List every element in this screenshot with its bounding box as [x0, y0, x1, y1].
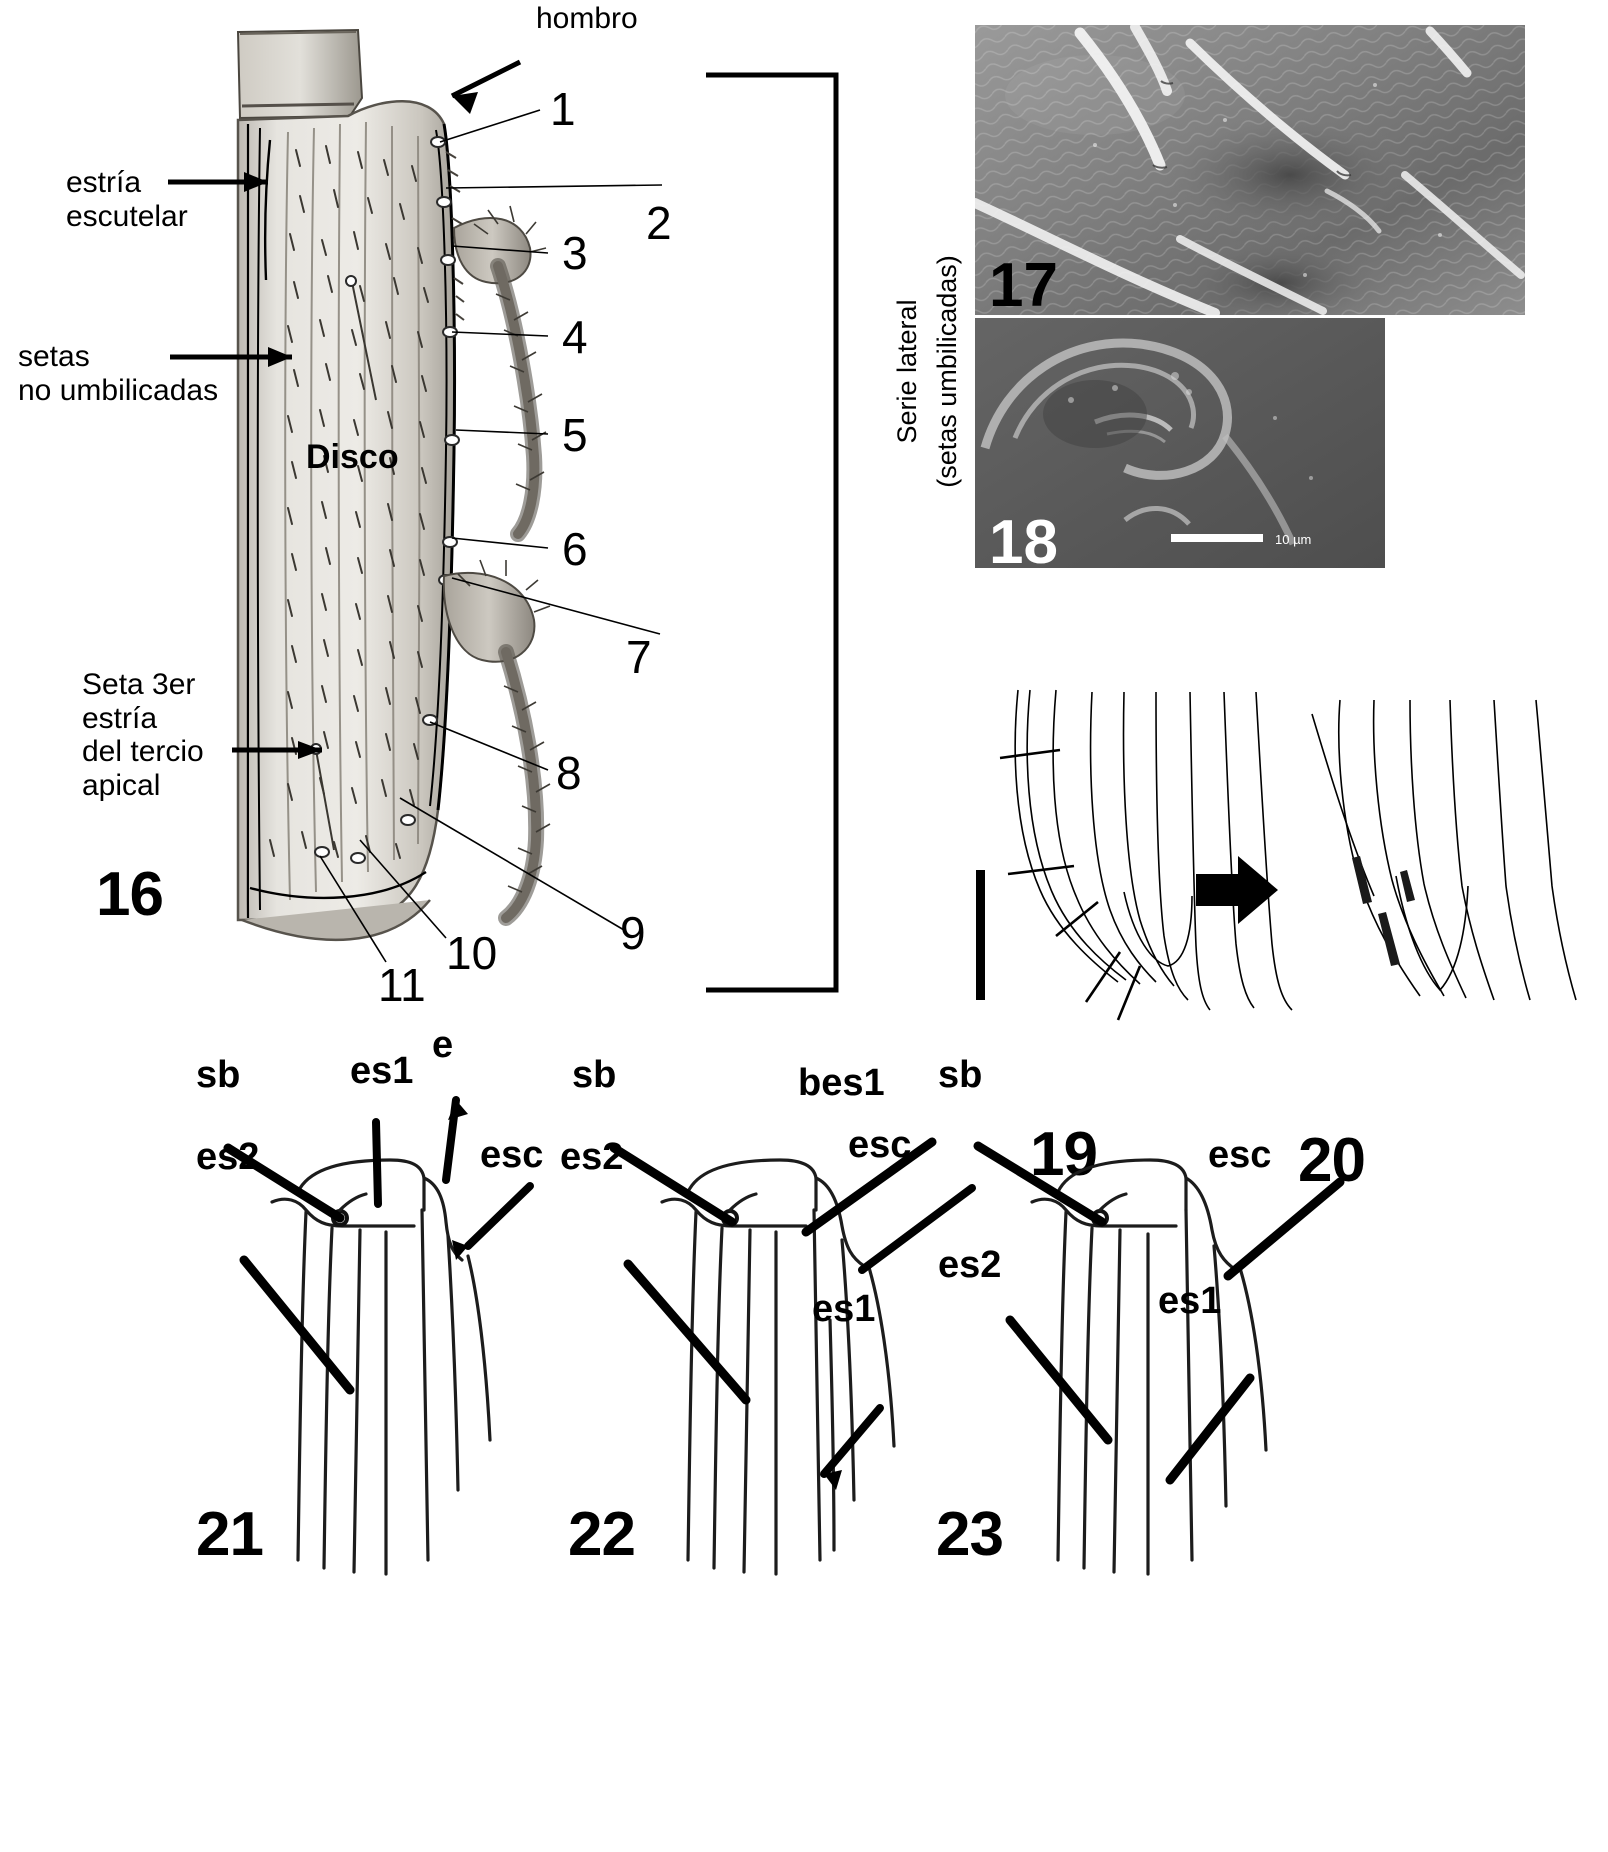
panel-20-drawing [1196, 699, 1577, 1001]
annotation-hombro: hombro [536, 2, 638, 35]
seta-number-8: 8 [556, 747, 582, 799]
panel-18-number: 18 [989, 508, 1058, 568]
panel-16-drawing [236, 28, 551, 941]
panel-22-label-es1: es1 [812, 1288, 876, 1330]
panel-16-leaders [168, 59, 839, 993]
annotation-seta-3er-estria: Seta 3er estría del tercio apical [82, 668, 204, 802]
panel-21-label-es1: es1 [350, 1050, 414, 1092]
seta-number-4: 4 [562, 311, 588, 363]
seta-number-7: 7 [626, 631, 652, 683]
panel-23-drawing [973, 1141, 1345, 1576]
panel-23-label-esc: esc [1208, 1134, 1272, 1176]
panel-22-label-esc: esc [848, 1124, 912, 1166]
panel-21-number: 21 [196, 1500, 264, 1569]
disc-label: Disco [306, 438, 399, 476]
panel-23-label-sb: sb [938, 1054, 983, 1096]
panel-18-scalebar-text: 10 µm [1275, 532, 1311, 547]
panel-19-scalebar [976, 870, 985, 1000]
panel-21-label-esc: esc [480, 1134, 544, 1176]
seta-number-10: 10 [446, 927, 498, 979]
seta-number-3: 3 [562, 227, 588, 279]
panel-23-label-es1: es1 [1158, 1280, 1222, 1322]
annotation-estria-escutelar: estría escutelar [66, 166, 188, 233]
setas-umbilicadas-line2: (setas umbilicadas) [932, 255, 963, 488]
seta-number-9: 9 [620, 907, 646, 959]
seta-number-6: 6 [562, 523, 588, 575]
panel-21-drawing [223, 1096, 534, 1576]
panel-21-label-es2: es2 [196, 1136, 260, 1178]
panel-22-label-sb: sb [572, 1054, 617, 1096]
panel-19-number: 19 [1030, 1120, 1098, 1189]
panel-16-number: 16 [96, 860, 164, 929]
seta-number-1: 1 [550, 83, 576, 135]
panel-23-number: 23 [936, 1500, 1004, 1569]
panel-22-drawing [609, 1137, 976, 1576]
panel-17-micrograph: 17 [975, 25, 1525, 315]
panel-20-arrow [1196, 856, 1278, 924]
panel-21-label-e: e [432, 1024, 454, 1066]
panel-22-label-es2: es2 [560, 1136, 624, 1178]
annotation-setas-no-umbilicadas: setas no umbilicadas [18, 340, 219, 407]
panel-18-micrograph: 10 µm 18 [975, 318, 1385, 568]
panel-21-label-sb: sb [196, 1054, 241, 1096]
panel-22-label-bes1: bes1 [798, 1062, 885, 1104]
seta-number-2: 2 [646, 197, 672, 249]
seta-number-5: 5 [562, 409, 588, 461]
seta-number-11: 11 [378, 959, 426, 1011]
panel-17-number: 17 [989, 251, 1058, 315]
panel-19-drawing [976, 689, 1293, 1021]
panel-22-number: 22 [568, 1500, 636, 1569]
panel-23-label-es2: es2 [938, 1244, 1002, 1286]
